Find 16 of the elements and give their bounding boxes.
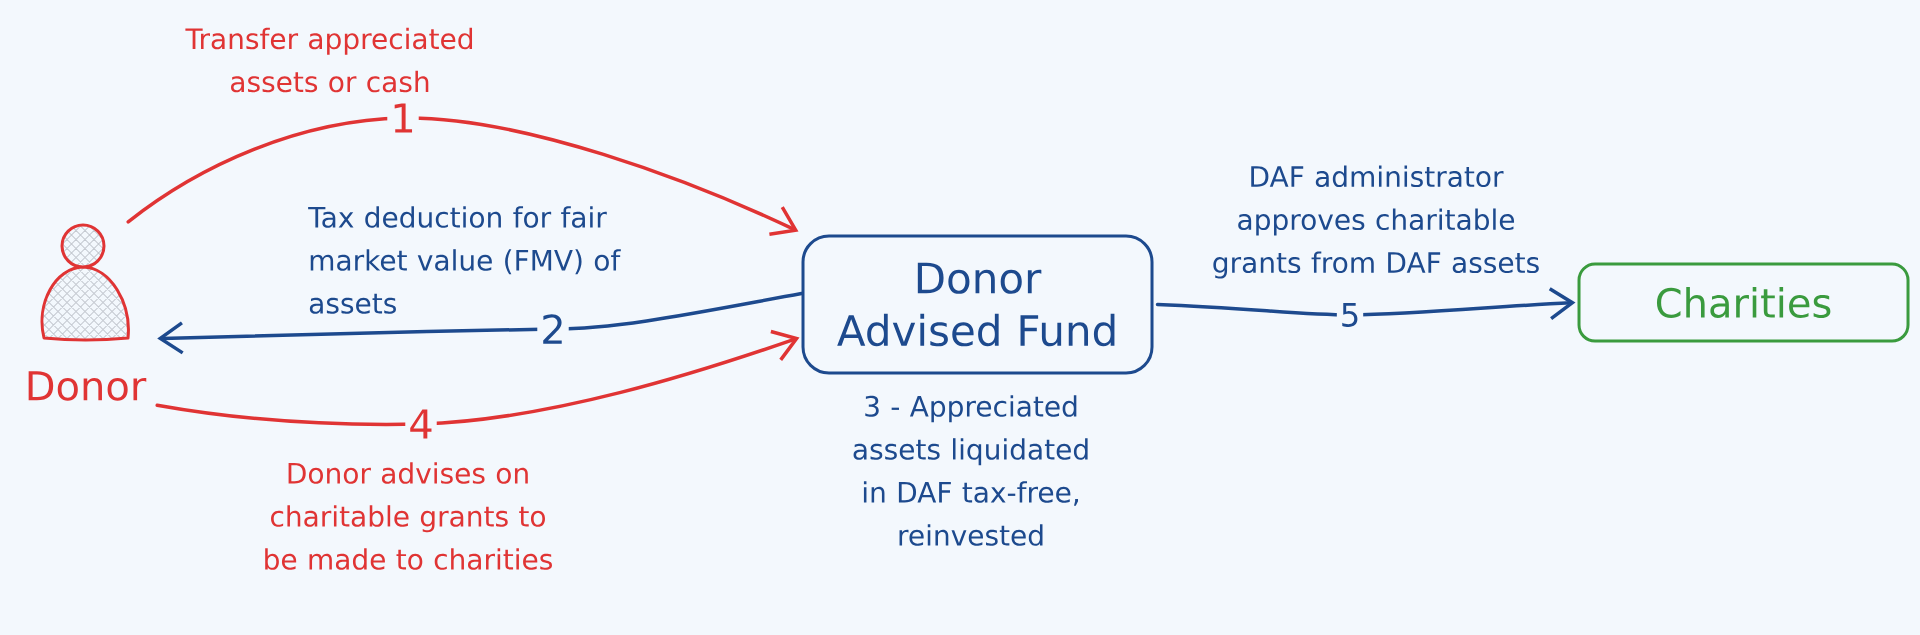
annotation-text: Transfer appreciated assets or cash (185, 27, 472, 93)
annotation-text: 3 - Appreciated assets liquidated in DAF tax-free, reinvested (853, 395, 1088, 546)
annotation-text: Donor advises on charitable grants to be made to charities (265, 462, 552, 570)
arrow (1155, 287, 1576, 321)
step-number: 5 (1336, 300, 1364, 330)
step-number: 1 (387, 100, 419, 136)
process-box: Donor Advised Fund (801, 234, 1154, 375)
annotation-text: Tax deduction for fair market value (FMV) of assets (308, 206, 621, 314)
arrow (126, 116, 799, 236)
step-number: 4 (405, 406, 437, 442)
arrow (155, 329, 800, 427)
arrow (157, 291, 804, 355)
step-number: 2 (537, 311, 569, 347)
process-box: Charities (1577, 262, 1910, 343)
actor-label: Donor (28, 371, 147, 401)
annotation-text: DAF administrator approves charitable grants from DAF assets (1213, 165, 1539, 279)
